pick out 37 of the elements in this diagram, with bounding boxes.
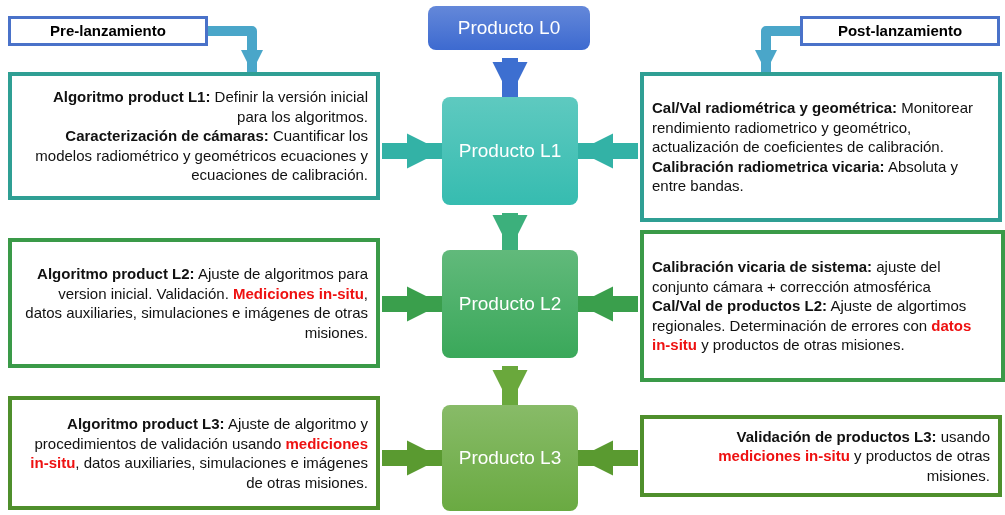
phase-label: Post-lanzamiento [837, 20, 963, 41]
description-box [8, 238, 380, 368]
product-box [428, 6, 590, 50]
description-box [640, 230, 1005, 382]
description-text: Algoritmo product L1: Definir la versión inicial para los algoritmos. [51, 87, 368, 127]
description-text: Caracterización de cámaras: Cuantificar los modelos radiométrico y geométricos ecuaciones y ecuaciones de calibración. [34, 126, 368, 185]
block-arrow [578, 286, 638, 322]
description-text: Algoritmo product L3: Ajuste de algoritmo y procedimientos de validación usando mediciones in-situ, datos auxiliaries, simulaciones e imágenes de otras misiones. [29, 414, 368, 492]
description-box [640, 415, 1002, 497]
description-text: Cal/Val radiométrica y geométrica: Monitorear rendimiento radiometrico y geométrico, actualización de coeficientes de calibración. [652, 98, 974, 157]
product-box [442, 250, 578, 358]
block-arrow [492, 213, 528, 250]
block-arrow [382, 133, 442, 169]
product-label: Producto L3 [458, 445, 562, 470]
block-arrow [492, 58, 528, 97]
description-text: Calibración vicaria de sistema: ajuste del conjunto cámara + corrección atmosférica [652, 257, 942, 297]
description-text: Algoritmo product L2: Ajuste de algoritmos para version inicial. Validación. Mediciones in-situ, datos auxiliaries, simulaciones e imágenes de otras misiones. [24, 264, 368, 342]
product-box [442, 405, 578, 511]
block-arrow [382, 286, 442, 322]
product-label: Producto L2 [458, 291, 562, 316]
phase-label-box [800, 16, 1000, 46]
block-arrow [578, 133, 638, 169]
description-text: Validación de productos L3: usando mediciones in-situ y productos de otras misiones. [717, 426, 990, 486]
description-box [8, 396, 380, 510]
description-text: Calibración radiometrica vicaria: Absoluta y entre bandas. [652, 156, 959, 196]
block-arrow [382, 440, 442, 476]
product-label: Producto L0 [457, 15, 561, 40]
block-arrow [578, 440, 638, 476]
block-arrow [208, 26, 263, 72]
product-box [442, 97, 578, 205]
description-text: Cal/Val de productos L2: Ajuste de algortimos regionales. Determinación de errores con datos in-situ y productos de otras misiones. [652, 296, 973, 355]
description-box [8, 72, 380, 200]
block-arrow [492, 366, 528, 405]
phase-label-box [8, 16, 208, 46]
phase-label: Pre-lanzamiento [50, 20, 166, 41]
description-box [640, 72, 1002, 222]
product-label: Producto L1 [458, 138, 562, 163]
